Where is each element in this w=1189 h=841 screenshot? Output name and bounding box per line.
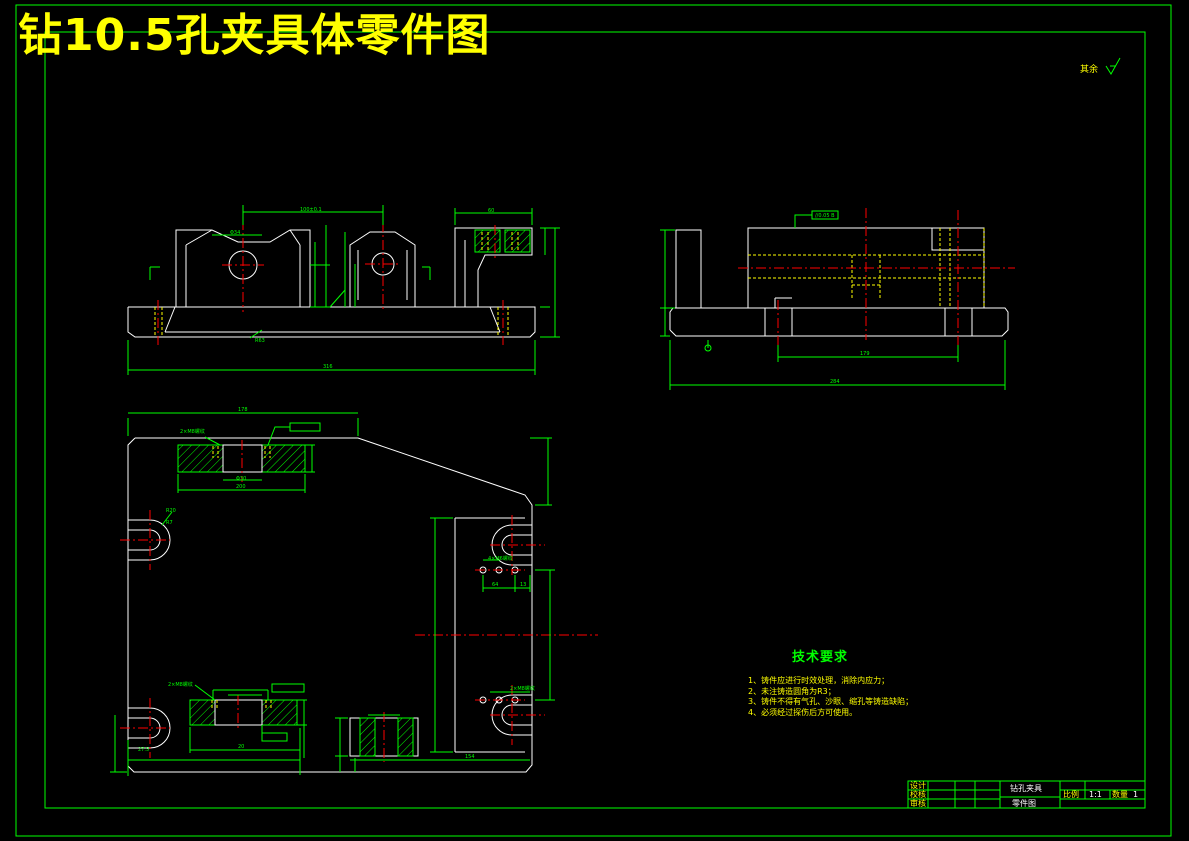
title-block-scale-label: 比例 (1063, 790, 1079, 799)
svg-text:R63: R63 (255, 338, 265, 344)
svg-text:27.5: 27.5 (138, 747, 149, 753)
svg-text:179: 179 (860, 351, 870, 357)
title-block-grid (907, 780, 1146, 809)
title-block-qty-value: 1 (1133, 790, 1139, 799)
svg-text:316: 316 (323, 364, 333, 370)
svg-text:64: 64 (492, 582, 498, 588)
title-block-part-name: 钻孔夹具 (1010, 784, 1042, 793)
svg-text:60: 60 (488, 208, 494, 214)
title-block-drawing-type: 零件图 (1012, 799, 1036, 808)
front-view (127, 205, 560, 375)
requirement-item: 1、铸件应进行时效处理，消除内应力； (748, 676, 890, 685)
svg-text:R7: R7 (166, 520, 173, 526)
technical-requirements-heading: 技术要求 (792, 650, 849, 665)
svg-text:2×M8螺纹: 2×M8螺纹 (180, 428, 205, 435)
technical-requirements-list: 1、铸件应进行时效处理，消除内应力； 2、未注铸造圆角为R3； 3、铸件不得有气… (748, 676, 913, 718)
svg-text:13: 13 (520, 582, 526, 588)
svg-text:Φ30: Φ30 (236, 476, 246, 482)
svg-text://0.05 B: //0.05 B (815, 213, 835, 219)
top-view (110, 412, 598, 776)
title-block-scale-value: 1:1 (1089, 790, 1102, 799)
svg-text:Φ34: Φ34 (230, 230, 240, 236)
svg-text:284: 284 (830, 379, 840, 385)
requirement-item: 3、铸件不得有气孔、沙眼、缩孔等铸造缺陷； (748, 697, 914, 706)
svg-text:2×M8螺纹: 2×M8螺纹 (510, 685, 535, 692)
svg-text:20: 20 (238, 744, 244, 750)
svg-text:2×M8螺纹: 2×M8螺纹 (168, 681, 193, 688)
requirement-item: 2、未注铸造圆角为R3； (748, 686, 836, 696)
roughness-symbol (1105, 57, 1121, 75)
requirement-item: 4、必须经过探伤后方可使用。 (748, 707, 858, 717)
svg-text:R20: R20 (166, 508, 176, 514)
svg-text:100±0.1: 100±0.1 (300, 207, 322, 213)
svg-text:200: 200 (236, 484, 246, 490)
drawing-title: 钻10.5孔夹具体零件图 (18, 10, 491, 61)
svg-text:178: 178 (238, 407, 248, 413)
title-block-review-label: 审核 (910, 799, 926, 808)
title-block-qty-label: 数量 (1112, 790, 1128, 799)
dimension-labels: 316 100±0.1 Φ34 60 R63 284 179 178 Φ30 2… (138, 207, 870, 760)
title-block-design-label: 设计 (910, 781, 926, 790)
side-view (660, 208, 1015, 390)
svg-text:4×M6螺纹: 4×M6螺纹 (488, 555, 513, 562)
svg-text:154: 154 (465, 754, 475, 760)
roughness-note: 其余 (1080, 65, 1099, 75)
title-block-check-label: 校核 (910, 790, 926, 799)
drawing-frame (15, 4, 1172, 837)
